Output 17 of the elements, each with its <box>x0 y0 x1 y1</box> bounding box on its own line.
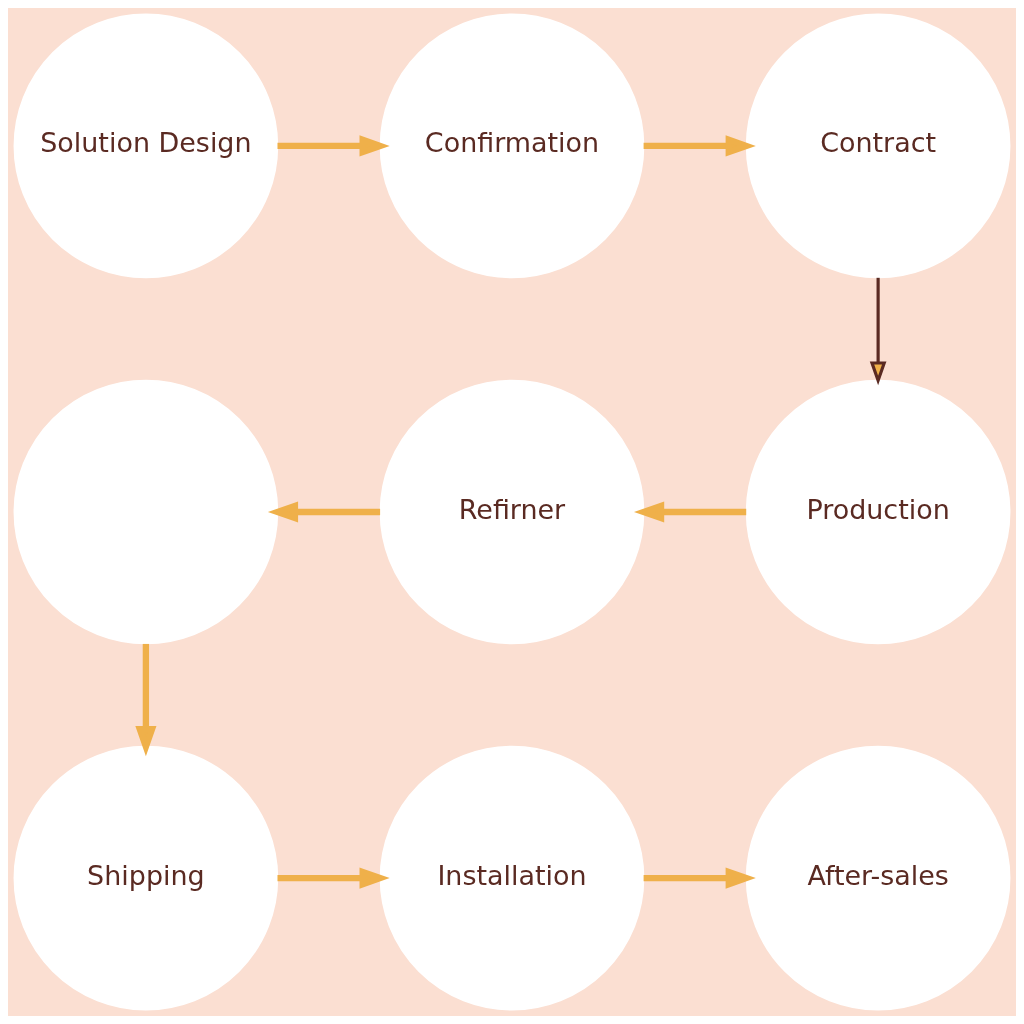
node-circle: Installation <box>379 745 645 1011</box>
arrow <box>869 277 887 386</box>
arrow <box>634 501 747 523</box>
node-circle: Refirner <box>379 379 645 645</box>
arrow <box>277 867 390 889</box>
node-circle: Contract <box>745 13 1011 279</box>
node-circle: Shipping <box>13 745 279 1011</box>
node-circle: Confirmation <box>379 13 645 279</box>
node-circle: After-sales <box>745 745 1011 1011</box>
arrow <box>277 135 390 157</box>
arrow <box>267 501 381 523</box>
node-circle <box>13 379 279 645</box>
node-circle: Production <box>745 379 1011 645</box>
node-circle: Solution Design <box>13 13 279 279</box>
arrow <box>135 643 157 757</box>
arrow <box>643 135 756 157</box>
arrow <box>643 867 756 889</box>
